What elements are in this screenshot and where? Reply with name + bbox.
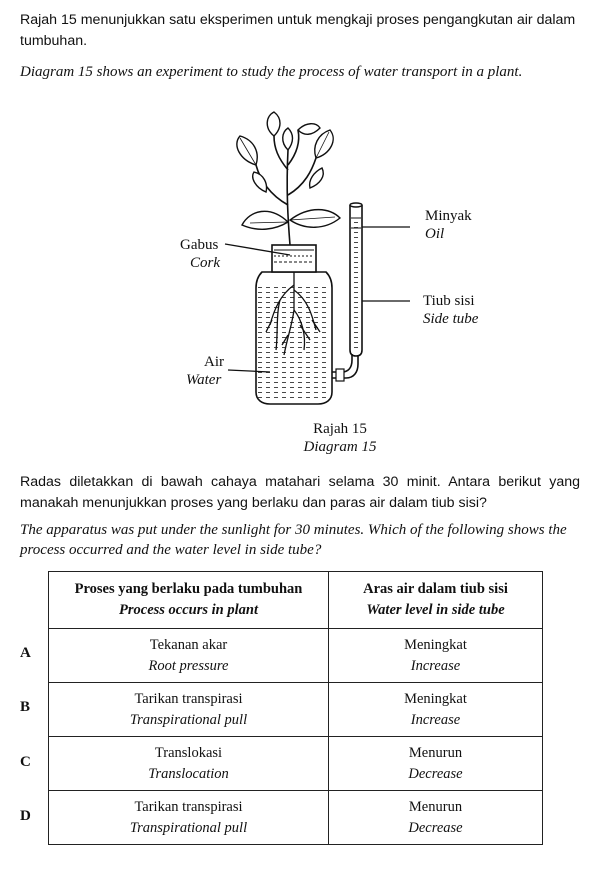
experiment-diagram: Gabus Cork Air Water Minyak Oil Tiub sis… <box>170 110 490 460</box>
header-water-level: Aras air dalam tiub sisi Water level in … <box>328 571 543 629</box>
cork <box>271 244 317 273</box>
oil-label-en: Oil <box>425 226 445 242</box>
water-label-ms: Air <box>204 354 224 370</box>
question-text-english: The apparatus was put under the sunlight… <box>20 522 567 558</box>
process-ms: Tarikan transpirasi <box>134 798 243 815</box>
process-en: Transpirational pull <box>129 711 248 728</box>
caption-en: Diagram 15 <box>303 439 377 455</box>
process-en: Root pressure <box>148 657 229 674</box>
option-c-label[interactable]: C <box>20 754 31 770</box>
level-cell: Meningkat Increase <box>328 628 543 683</box>
level-ms: Menurun <box>408 744 463 761</box>
table-row[interactable]: Tarikan transpirasi Transpirational pull… <box>48 682 543 737</box>
level-cell: Meningkat Increase <box>328 682 543 737</box>
process-ms: Tarikan transpirasi <box>134 690 243 707</box>
intro-text-malay: Rajah 15 menunjukkan satu eksperimen unt… <box>20 12 576 49</box>
option-b-label[interactable]: B <box>20 699 31 715</box>
process-cell: Tarikan transpirasi Transpirational pull <box>48 682 329 737</box>
level-ms: Meningkat <box>404 636 467 653</box>
table-header-row: Proses yang berlaku pada tumbuhan Proces… <box>48 571 543 629</box>
process-en: Translocation <box>148 765 229 782</box>
water-label-en: Water <box>186 372 222 388</box>
answer-options-table: Proses yang berlaku pada tumbuhan Proces… <box>48 571 543 845</box>
diagram-caption: Rajah 15 Diagram 15 <box>290 420 390 456</box>
water-label: Air Water <box>186 353 224 389</box>
cork-label-en: Cork <box>190 255 220 271</box>
level-ms: Menurun <box>408 798 463 815</box>
process-cell: Translokasi Translocation <box>48 736 329 791</box>
header-water-level-en: Water level in side tube <box>366 602 505 618</box>
header-process-ms: Proses yang berlaku pada tumbuhan <box>74 581 303 597</box>
level-cell: Menurun Decrease <box>328 736 543 791</box>
level-en: Decrease <box>408 765 463 782</box>
level-en: Decrease <box>408 819 463 836</box>
oil-label: Minyak Oil <box>425 207 472 243</box>
intro-text-english: Diagram 15 shows an experiment to study … <box>20 64 523 80</box>
table-row[interactable]: Translokasi Translocation Menurun Decrea… <box>48 736 543 791</box>
process-cell: Tekanan akar Root pressure <box>48 628 329 683</box>
header-water-level-ms: Aras air dalam tiub sisi <box>363 581 508 597</box>
process-ms: Translokasi <box>154 744 223 761</box>
question-text-malay: Radas diletakkan di bawah cahaya matahar… <box>20 474 580 511</box>
level-en: Increase <box>410 711 461 728</box>
side-tube-label-en: Side tube <box>423 311 479 327</box>
process-cell: Tarikan transpirasi Transpirational pull <box>48 790 329 845</box>
cork-label-ms: Gabus <box>180 237 219 253</box>
side-tube-label: Tiub sisi Side tube <box>423 292 478 328</box>
option-d-label[interactable]: D <box>20 808 31 824</box>
level-ms: Meningkat <box>404 690 467 707</box>
header-process: Proses yang berlaku pada tumbuhan Proces… <box>48 571 329 629</box>
level-en: Increase <box>410 657 461 674</box>
level-cell: Menurun Decrease <box>328 790 543 845</box>
side-tube-label-ms: Tiub sisi <box>423 293 475 309</box>
process-en: Transpirational pull <box>129 819 248 836</box>
plant-apparatus-illustration <box>224 111 410 405</box>
oil-label-ms: Minyak <box>425 208 472 224</box>
table-row[interactable]: Tekanan akar Root pressure Meningkat Inc… <box>48 628 543 683</box>
cork-label: Gabus Cork <box>180 236 220 272</box>
plant-roots <box>265 272 321 356</box>
option-a-label[interactable]: A <box>20 645 31 661</box>
caption-ms: Rajah 15 <box>313 421 367 437</box>
table-row[interactable]: Tarikan transpirasi Transpirational pull… <box>48 790 543 845</box>
process-ms: Tekanan akar <box>149 636 228 653</box>
header-process-en: Process occurs in plant <box>119 602 258 618</box>
plant-shoot <box>255 129 317 246</box>
